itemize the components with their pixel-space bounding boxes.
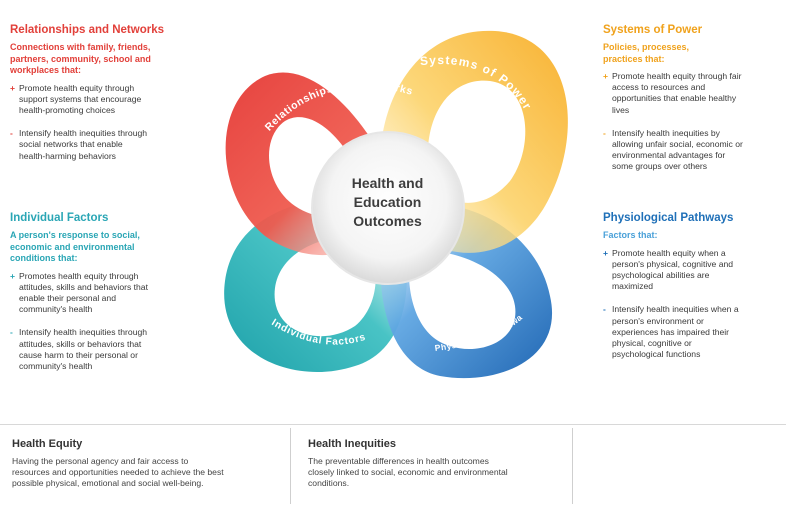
center-label: Health and Education Outcomes (335, 174, 440, 231)
individual-plus-item: + Promotes health equity through attitud… (10, 271, 200, 316)
bullet-line: attitudes, skills or behaviors that (19, 338, 142, 349)
bullet-line: physical, cognitive or (612, 337, 692, 348)
subtitle-line: workplaces that: (10, 65, 82, 75)
bullet-line: person's physical, cognitive and (612, 258, 734, 269)
bullet-line: support systems that encourage (19, 93, 142, 104)
subtitle-line: Policies, processes, (603, 42, 690, 52)
center-line: Health and (351, 175, 424, 191)
definition-line: Having the personal agency and fair acce… (12, 456, 189, 466)
bullet-line: enable their personal and (19, 292, 116, 303)
subtitle-line: partners, community, school and (10, 53, 151, 64)
bullet-line: some groups over others (612, 161, 708, 172)
bullet-line: allowing unfair social, economic or (612, 139, 743, 150)
minus-symbol: - (10, 327, 13, 338)
health-inequities-title: Health Inequities (308, 438, 397, 450)
individual-panel: Individual Factors A person's response t… (10, 212, 200, 384)
bullet-line: health-harming behaviors (19, 150, 116, 161)
physiological-subtitle: Factors that: (603, 230, 781, 242)
center-line: Outcomes (353, 213, 422, 229)
health-equity-title: Health Equity (12, 438, 83, 450)
bullet-line: health-promoting choices (19, 104, 116, 115)
bullet-line: Intensify health inequities when a (612, 304, 739, 315)
relationships-title: Relationships and Networks (10, 24, 165, 36)
bullet-line: Intensify health inequities through (19, 128, 148, 139)
physiological-panel: Physiological Pathways Factors that: + P… (603, 212, 781, 372)
bullet-line: social networks that enable (19, 139, 123, 150)
systems-subtitle: Policies, processes, practices that: (603, 42, 781, 65)
bullet-line: opportunities that enable healthy (612, 93, 737, 104)
physiological-minus-item: - Intensify health inequities when a per… (603, 304, 781, 360)
plus-symbol: + (603, 247, 609, 258)
health-outcomes-diagram: Relationships and Networks Systems of Po… (205, 6, 585, 398)
health-equity-text: Having the personal agency and fair acce… (12, 456, 282, 490)
systems-panel: Systems of Power Policies, processes, pr… (603, 24, 781, 185)
bullet-line: psychological abilities are (612, 269, 710, 280)
footer-divider (572, 428, 573, 504)
bullet-line: lives (612, 104, 630, 115)
footer-top-border (0, 424, 786, 425)
subtitle-line: Connections with family, friends, (10, 42, 151, 52)
plus-symbol: + (10, 270, 16, 281)
bullet-line: maximized (612, 281, 654, 292)
bullet-line: experiences has impaired their (612, 326, 730, 337)
petal-diagram-svg: Relationships and Networks Systems of Po… (205, 6, 568, 379)
subtitle-line: economic and environmental (10, 241, 135, 252)
bullet-line: community's health (19, 360, 93, 371)
subtitle-line: A person's response to social, (10, 230, 140, 240)
plus-symbol: + (10, 82, 16, 93)
relationships-minus-item: - Intensify health inequities through so… (10, 128, 200, 162)
health-inequities-text: The preventable differences in health ou… (308, 456, 563, 490)
individual-subtitle: A person's response to social, economic … (10, 230, 200, 265)
systems-title: Systems of Power (603, 24, 703, 36)
individual-title: Individual Factors (10, 212, 109, 224)
health-inequities-definition: Health Inequities The preventable differ… (308, 428, 563, 502)
bullet-line: Promotes health equity through (19, 270, 139, 281)
definition-line: possible physical, emotional and social … (12, 478, 204, 489)
plus-symbol: + (603, 71, 609, 81)
bullet-line: Promote health equity through fair (612, 71, 742, 81)
definition-line: The preventable differences in health ou… (308, 456, 489, 466)
bullet-line: psychological functions (612, 349, 701, 360)
individual-minus-item: - Intensify health inequities through at… (10, 327, 200, 372)
relationships-subtitle: Connections with family, friends, partne… (10, 42, 200, 77)
bullet-line: cause harm to their personal or (19, 349, 138, 360)
health-equity-definition: Health Equity Having the personal agency… (12, 428, 282, 502)
bullet-line: Intensify health inequities by (612, 127, 720, 138)
systems-plus-item: + Promote health equity through fair acc… (603, 71, 781, 116)
systems-minus-item: - Intensify health inequities by allowin… (603, 128, 781, 173)
bullet-line: Intensify health inequities through (19, 327, 148, 338)
bullet-line: Promote health equity through (19, 82, 135, 93)
subtitle-line: practices that: (603, 53, 665, 64)
subtitle-line: conditions that: (10, 253, 78, 263)
definition-line: resources and opportunities needed to ac… (12, 467, 224, 478)
relationships-panel: Relationships and Networks Connections w… (10, 24, 200, 174)
subtitle-line: Factors that: (603, 230, 658, 240)
relationships-plus-item: + Promote health equity through support … (10, 83, 200, 117)
physiological-title: Physiological Pathways (603, 212, 734, 224)
bullet-line: access to resources and (612, 82, 706, 93)
center-circle (311, 131, 465, 285)
bullet-line: attitudes, skills and behaviors that (19, 281, 148, 292)
minus-symbol: - (603, 304, 606, 315)
bullet-line: Promote health equity when a (612, 247, 726, 258)
minus-symbol: - (603, 127, 606, 138)
footer-divider (290, 428, 291, 504)
footer-definitions: Health Equity Having the personal agency… (0, 424, 786, 507)
physiological-plus-item: + Promote health equity when a person's … (603, 248, 781, 293)
center-line: Education (353, 194, 422, 210)
bullet-line: environmental advantages for (612, 150, 726, 161)
definition-line: closely linked to social, economic and e… (308, 467, 508, 478)
bullet-line: community's health (19, 304, 93, 315)
minus-symbol: - (10, 128, 13, 139)
definition-line: conditions. (308, 478, 350, 489)
bullet-line: person's environment or (612, 315, 704, 326)
